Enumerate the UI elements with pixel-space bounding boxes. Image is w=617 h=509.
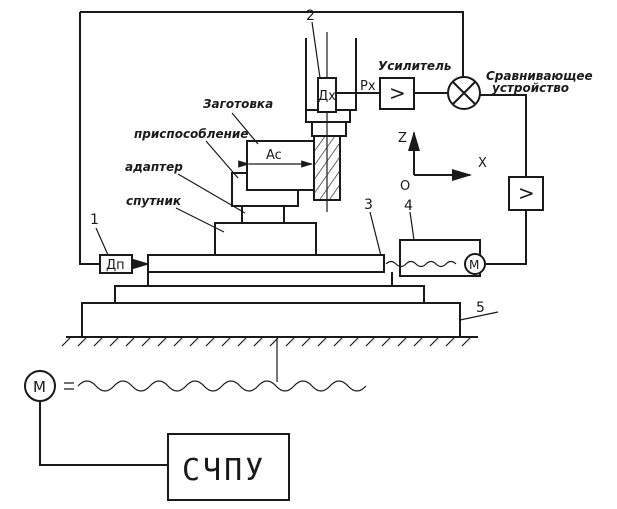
cnc-box: СЧПУ xyxy=(167,433,290,501)
table-lower xyxy=(147,272,393,287)
label-1: 1 xyxy=(90,212,99,228)
control-line xyxy=(480,94,527,177)
coupling xyxy=(64,382,74,390)
table xyxy=(147,254,385,273)
amplifier-symbol: > xyxy=(389,81,406,105)
sensor-p-box: Дп xyxy=(99,254,133,274)
amplifier-label: Усилитель xyxy=(378,59,451,73)
adapter-label: адаптер xyxy=(125,160,183,174)
cnc-line xyxy=(39,401,168,466)
amplifier-box-2: > xyxy=(508,176,544,211)
lead-screw-main xyxy=(77,380,367,392)
ground-hatching xyxy=(61,337,471,347)
pallet-label: спутник xyxy=(126,194,182,208)
leader-1 xyxy=(95,227,109,256)
comparator xyxy=(447,76,481,110)
comparator-label-1: Сравнивающее xyxy=(486,69,593,83)
motor-x: M xyxy=(464,253,486,275)
label-4: 4 xyxy=(404,198,413,214)
fixture-label: приспособление xyxy=(134,127,248,141)
feedback-loop-line xyxy=(79,11,464,270)
label-3: 3 xyxy=(364,197,373,213)
comparator-label-2: устройство xyxy=(492,81,569,95)
cnc-label: СЧПУ xyxy=(182,453,266,488)
motor-main: M xyxy=(24,370,56,402)
label-5: 5 xyxy=(476,300,485,316)
workpiece-label: Заготовка xyxy=(203,97,273,111)
x-axis-label: X xyxy=(478,156,487,171)
sensor-x-label: Дх xyxy=(318,89,336,104)
pallet xyxy=(214,222,317,256)
amplifier-symbol-2: > xyxy=(518,181,535,205)
adapter xyxy=(241,205,285,224)
motor-x-label: M xyxy=(469,258,479,272)
z-axis-label: Z xyxy=(398,131,407,146)
sensor-x-box: Дх xyxy=(317,77,337,113)
spindle xyxy=(305,32,357,212)
dimension-label: Ac xyxy=(266,148,282,163)
signal-label: Px xyxy=(360,79,376,94)
label-2: 2 xyxy=(306,8,315,24)
lead-screw-x xyxy=(385,260,457,268)
leader-2 xyxy=(311,21,321,79)
machine-bed xyxy=(81,302,461,338)
origin-label: O xyxy=(400,179,410,194)
motor-main-label: M xyxy=(33,378,46,396)
sensor-p-label: Дп xyxy=(106,258,125,273)
amplifier-box: > xyxy=(379,77,415,110)
